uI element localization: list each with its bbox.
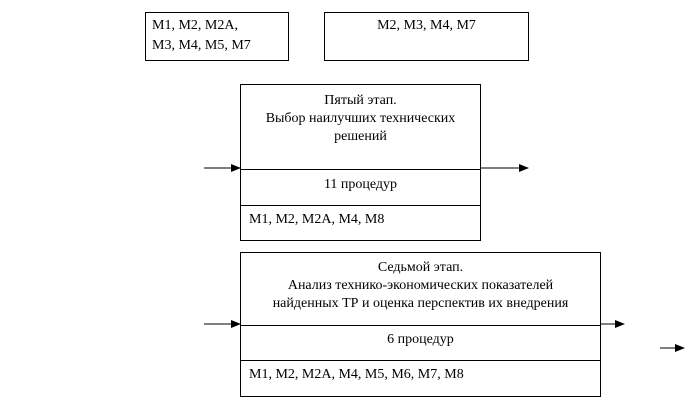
top-left-methods-line1: M1, M2, M2A,: [152, 18, 238, 33]
stage5-title: Пятый этап.: [324, 93, 397, 108]
stage7-procedures: 6 процедур: [387, 332, 454, 347]
stage7-divider-bottom: [241, 360, 600, 361]
stage7-divider-top: [241, 325, 600, 326]
stage5-subtitle-line1: Выбор наилучших технических: [265, 111, 456, 126]
stage5-divider-top: [241, 169, 480, 170]
stage5-divider-bottom: [241, 205, 480, 206]
stage7-box: Седьмой этап. Анализ технико-экономическ…: [240, 252, 601, 397]
stage5-box: Пятый этап. Выбор наилучших технических …: [240, 84, 481, 241]
stage5-methods: M1, M2, M2A, M4, M8: [249, 212, 385, 227]
stage7-methods: M1, M2, M2A, M4, M5, M6, M7, M8: [249, 367, 464, 382]
stage7-subtitle-line1: Анализ технико-экономических показателей: [287, 278, 554, 293]
top-right-methods-box: M2, M3, M4, M7: [324, 12, 529, 61]
top-left-methods-line2: M3, M4, M5, M7: [152, 38, 251, 53]
stage5-procedures: 11 процедур: [323, 177, 398, 192]
stage7-subtitle-line2: найденных ТР и оценка перспектив их внед…: [272, 296, 569, 311]
stage5-subtitle-line2: решений: [334, 129, 387, 144]
top-left-methods-box: M1, M2, M2A, M3, M4, M5, M7: [145, 12, 289, 61]
top-right-methods-text: M2, M3, M4, M7: [377, 18, 476, 33]
stage7-title: Седьмой этап.: [377, 260, 464, 275]
